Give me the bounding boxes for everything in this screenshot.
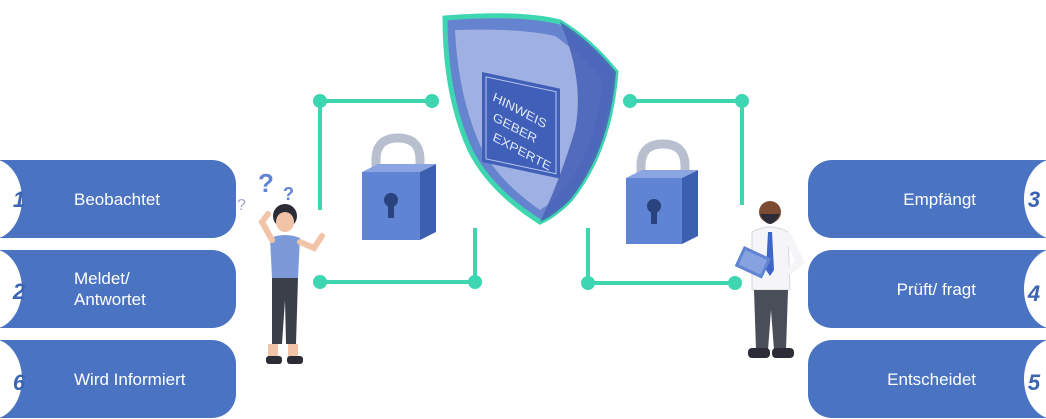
connector-dots: [313, 94, 749, 290]
step-number: 1: [12, 187, 26, 212]
step-pill-decides: Entscheidet: [808, 339, 1046, 419]
step-label: Prüft/ fragt: [896, 279, 976, 299]
step-number: 4: [1027, 281, 1041, 306]
svg-text:?: ?: [283, 184, 294, 204]
step-label: Wird Informiert: [74, 369, 186, 389]
step-number: 5: [1027, 370, 1041, 395]
step-pill-observes: Beobachtet: [0, 159, 236, 239]
svg-text:?: ?: [237, 197, 246, 214]
step-pill-reports: Meldet/ Antwortet: [0, 249, 236, 329]
step-label: Beobachtet: [74, 189, 161, 209]
step-pill-informed: Wird Informiert: [0, 339, 236, 419]
step-label: Empfängt: [903, 189, 976, 209]
step-number: 2: [12, 279, 26, 304]
step-number: 6: [12, 370, 26, 395]
svg-text:?: ?: [258, 168, 274, 198]
step-label: Meldet/ Antwortet: [74, 269, 146, 309]
whistleblower-figure: ? ? ?: [237, 168, 325, 364]
expert-figure: [734, 201, 805, 358]
step-pill-checks: Prüft/ fragt: [808, 249, 1046, 329]
padlock-icon: [626, 139, 698, 244]
shield-icon: HINWEIS GEBER EXPERTE: [442, 13, 619, 225]
padlock-icon: [362, 133, 436, 240]
step-pill-receives: Empfängt: [808, 159, 1046, 239]
step-number: 3: [1027, 187, 1041, 212]
step-label: Entscheidet: [887, 369, 976, 389]
